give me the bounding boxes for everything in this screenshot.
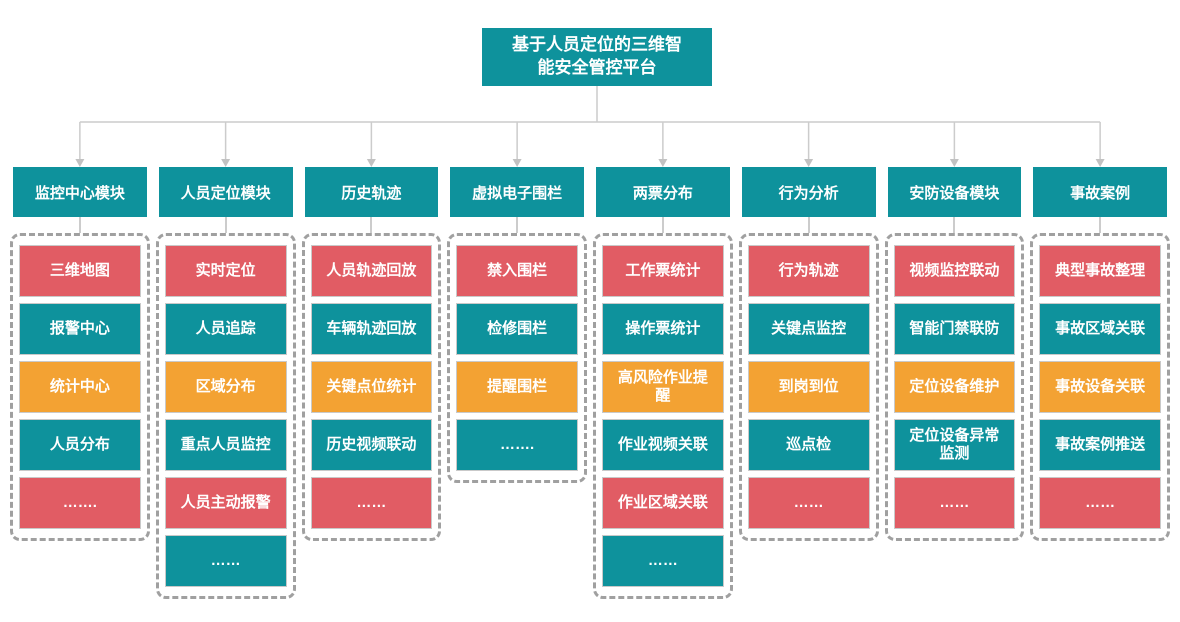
- module-column-7: 安防设备模块视频监控联动智能门禁联防定位设备维护定位设备异常监测 ……: [884, 167, 1025, 541]
- module-column-8: 事故案例典型事故整理事故区域关联事故设备关联事故案例推送 ……: [1030, 167, 1170, 541]
- connector-stub: [78, 217, 81, 233]
- module-column-5: 两票分布工作票统计操作票统计高风险作业提醒作业视频关联作业区域关联 ……: [593, 167, 733, 599]
- module-item: 禁入围栏: [456, 245, 578, 297]
- module-item: 行为轨迹: [747, 245, 870, 297]
- module-column-2: 人员定位模块实时定位人员追踪区域分布重点人员监控人员主动报警 ……: [155, 167, 296, 599]
- module-item: 检修围栏: [456, 303, 578, 355]
- module-item: 人员轨迹回放: [310, 245, 433, 297]
- modules-row: 监控中心模块三维地图报警中心统计中心人员分布 ……. 人员定位模块实时定位人员追踪区…: [0, 167, 1180, 599]
- module-item: 事故设备关联: [1039, 361, 1161, 413]
- module-header: 人员定位模块: [158, 167, 293, 217]
- module-item: 定位设备异常监测: [893, 419, 1016, 471]
- module-header: 监控中心模块: [13, 167, 147, 217]
- module-items-box: 禁入围栏检修围栏提醒围栏 …….: [447, 233, 587, 483]
- module-items-box: 行为轨迹关键点监控到岗到位巡点检 ……: [738, 233, 879, 541]
- module-item: 报警中心: [19, 303, 141, 355]
- module-header: 安防设备模块: [887, 167, 1022, 217]
- module-item: 工作票统计: [602, 245, 724, 297]
- module-item: 典型事故整理: [1039, 245, 1161, 297]
- module-item: 操作票统计: [602, 303, 724, 355]
- connector-stub: [953, 217, 956, 233]
- module-header: 事故案例: [1033, 167, 1167, 217]
- module-item: 巡点检: [747, 419, 870, 471]
- connector-stub: [224, 217, 227, 233]
- module-items-box: 人员轨迹回放车辆轨迹回放关键点位统计历史视频联动 ……: [301, 233, 442, 541]
- module-item: 人员主动报警: [164, 477, 287, 529]
- module-item: …….: [19, 477, 141, 529]
- module-item: 事故区域关联: [1039, 303, 1161, 355]
- module-column-4: 虚拟电子围栏禁入围栏检修围栏提醒围栏 …….: [447, 167, 587, 483]
- module-item: 统计中心: [19, 361, 141, 413]
- module-item: 人员追踪: [164, 303, 287, 355]
- module-item: 重点人员监控: [164, 419, 287, 471]
- module-column-1: 监控中心模块三维地图报警中心统计中心人员分布 …….: [10, 167, 150, 541]
- module-item: 事故案例推送: [1039, 419, 1161, 471]
- connector-stub: [1099, 217, 1102, 233]
- module-item: …….: [456, 419, 578, 471]
- module-item: 智能门禁联防: [893, 303, 1016, 355]
- connector-stub: [516, 217, 519, 233]
- connector-stub: [661, 217, 664, 233]
- module-item: 三维地图: [19, 245, 141, 297]
- module-header: 虚拟电子围栏: [450, 167, 584, 217]
- module-items-box: 工作票统计操作票统计高风险作业提醒作业视频关联作业区域关联 ……: [593, 233, 733, 599]
- module-item: 关键点位统计: [310, 361, 433, 413]
- module-items-box: 三维地图报警中心统计中心人员分布 …….: [10, 233, 150, 541]
- module-column-6: 行为分析行为轨迹关键点监控到岗到位巡点检 ……: [738, 167, 879, 541]
- module-item: 到岗到位: [747, 361, 870, 413]
- connector-stub: [370, 217, 373, 233]
- module-items-box: 实时定位人员追踪区域分布重点人员监控人员主动报警 ……: [155, 233, 296, 599]
- module-item: ……: [747, 477, 870, 529]
- connector-stub: [807, 217, 810, 233]
- module-header: 行为分析: [741, 167, 876, 217]
- module-item: 人员分布: [19, 419, 141, 471]
- root-node: 基于人员定位的三维智能安全管控平台: [482, 28, 712, 86]
- module-item: ……: [310, 477, 433, 529]
- module-item: 提醒围栏: [456, 361, 578, 413]
- module-item: 高风险作业提醒: [602, 361, 724, 413]
- module-item: 历史视频联动: [310, 419, 433, 471]
- module-items-box: 典型事故整理事故区域关联事故设备关联事故案例推送 ……: [1030, 233, 1170, 541]
- module-item: 区域分布: [164, 361, 287, 413]
- module-item: ……: [164, 535, 287, 587]
- module-item: 车辆轨迹回放: [310, 303, 433, 355]
- module-items-box: 视频监控联动智能门禁联防定位设备维护定位设备异常监测 ……: [884, 233, 1025, 541]
- module-item: 关键点监控: [747, 303, 870, 355]
- module-item: 实时定位: [164, 245, 287, 297]
- module-item: 视频监控联动: [893, 245, 1016, 297]
- module-item: ……: [893, 477, 1016, 529]
- module-header: 两票分布: [596, 167, 730, 217]
- module-item: 定位设备维护: [893, 361, 1016, 413]
- module-column-3: 历史轨迹人员轨迹回放车辆轨迹回放关键点位统计历史视频联动 ……: [301, 167, 442, 541]
- module-item: ……: [1039, 477, 1161, 529]
- module-item: 作业视频关联: [602, 419, 724, 471]
- module-header: 历史轨迹: [304, 167, 439, 217]
- module-item: ……: [602, 535, 724, 587]
- module-item: 作业区域关联: [602, 477, 724, 529]
